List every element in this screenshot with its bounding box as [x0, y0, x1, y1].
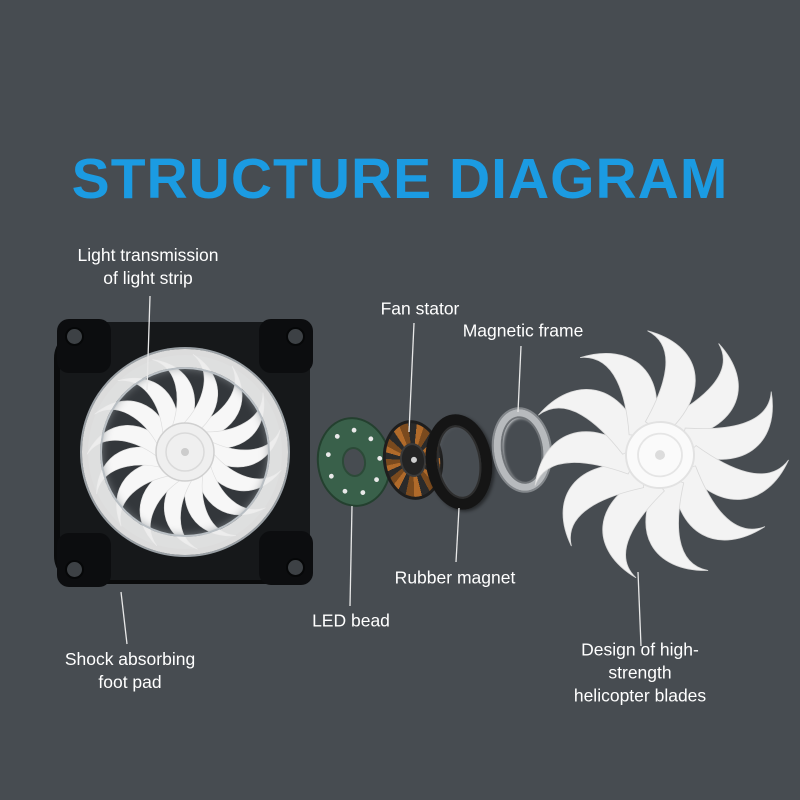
- label-light-strip: Light transmission of light strip: [77, 244, 219, 288]
- label-foot-pad: Shock absorbing foot pad: [64, 648, 196, 692]
- page-title: STRUCTURE DIAGRAM: [71, 147, 729, 211]
- light-strip-ring-image: [82, 349, 288, 555]
- label-fan-stator: Fan stator: [380, 298, 460, 319]
- screw-hole-icon: [65, 560, 84, 579]
- leader-line-rubber-magnet: [455, 507, 460, 563]
- leader-line-led-bead: [349, 505, 353, 607]
- stator-bearing-pin: [410, 456, 418, 464]
- screw-hole-icon: [65, 327, 84, 346]
- led-pcb-ring-image: [316, 417, 392, 507]
- corner-tab-top-left: [57, 319, 111, 373]
- label-magnetic-frame: Magnetic frame: [462, 320, 584, 341]
- corner-tab-bottom-left-foot-pad: [57, 533, 111, 587]
- label-rubber-magnet: Rubber magnet: [394, 567, 516, 588]
- impeller-hub-ring: [637, 432, 683, 478]
- screw-hole-icon: [286, 327, 305, 346]
- leader-line-fan-stator: [408, 322, 415, 433]
- helicopter-blade-impeller-image: [523, 321, 797, 584]
- corner-tab-bottom-right: [259, 531, 313, 585]
- label-led-bead: LED bead: [312, 610, 390, 631]
- label-helicopter-blades: Design of high-strength helicopter blade…: [573, 639, 707, 706]
- stator-hub: [397, 441, 429, 479]
- corner-tab-top-right: [259, 319, 313, 373]
- impeller-hub-center: [655, 450, 665, 460]
- led-bead-dots: [325, 427, 383, 495]
- leader-line-foot-pad: [120, 591, 128, 645]
- rubber-magnet-ring-image: [419, 409, 499, 515]
- screw-hole-icon: [286, 558, 305, 577]
